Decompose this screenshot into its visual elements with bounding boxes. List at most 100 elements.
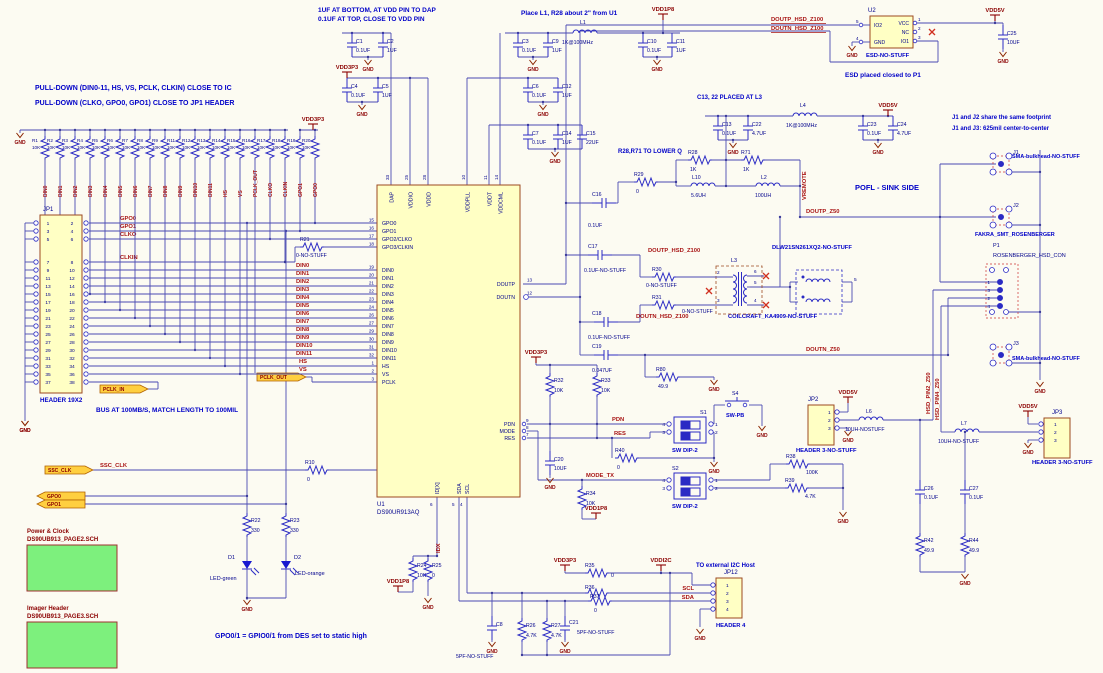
dip-actuator xyxy=(681,477,691,485)
resistor-symbol xyxy=(279,136,291,160)
label: VDDCML xyxy=(499,192,505,214)
note-place-l1: Place L1, R28 about 2" from U1 xyxy=(521,10,618,17)
label: R8 xyxy=(137,138,143,143)
label: 27 xyxy=(45,340,51,346)
label: 12 xyxy=(527,291,533,296)
dip-actuator xyxy=(681,421,691,429)
label: GPO0 xyxy=(382,221,397,227)
label: 5PF-NO-STUFF xyxy=(577,630,614,636)
label: C22 xyxy=(752,122,762,128)
pin-circle xyxy=(521,435,527,441)
label: SDA xyxy=(457,483,463,494)
label: 35 xyxy=(45,372,51,378)
net-label-scl: SCL xyxy=(682,586,694,592)
inductor-symbol xyxy=(690,182,716,187)
label: 0.1UF xyxy=(351,93,365,99)
label: 1 xyxy=(918,17,921,22)
junction-dot xyxy=(43,128,47,132)
gnd-symbol xyxy=(243,599,251,606)
label: 14 xyxy=(69,284,75,290)
label: D2 xyxy=(294,555,301,561)
power-label: VDD3P3 xyxy=(336,65,359,71)
power-label: VDDI2C xyxy=(650,558,672,564)
label: 10K xyxy=(227,145,236,150)
net-label-din7: DIN7 xyxy=(148,185,154,197)
label: C6 xyxy=(532,84,539,90)
label: SCL xyxy=(465,484,471,494)
label: R3 xyxy=(62,138,68,143)
label: 25 xyxy=(45,332,51,338)
gnd-label: GND xyxy=(19,428,31,434)
resistor-symbol xyxy=(219,136,231,160)
label: R33 xyxy=(601,378,611,384)
pin-circle xyxy=(33,283,39,289)
label: 10K xyxy=(272,145,281,150)
label: 5 xyxy=(452,502,455,507)
winding xyxy=(805,298,831,303)
pin-circle xyxy=(33,371,39,377)
label: 2 xyxy=(726,591,729,597)
pin-circle xyxy=(521,421,527,427)
label: 0 xyxy=(307,477,310,483)
junction-dot xyxy=(435,554,439,558)
power-label: VDD3P3 xyxy=(554,558,577,564)
label: 1K xyxy=(690,167,697,173)
resistor-symbol xyxy=(114,136,126,160)
label: 0 xyxy=(617,465,620,471)
label: R17 xyxy=(257,138,266,143)
junction-dot xyxy=(938,215,942,219)
label: 36 xyxy=(69,372,75,378)
winding xyxy=(805,278,831,283)
label: L4 xyxy=(800,103,806,109)
label: 10K xyxy=(122,145,131,150)
pin-circle xyxy=(710,598,716,604)
junction-dot xyxy=(993,21,997,25)
net-label-pclk_out: PCLK_OUT xyxy=(253,170,259,197)
junction-dot xyxy=(548,422,552,426)
led-name: LED-orange xyxy=(295,571,325,577)
net-label-din7: DIN7 xyxy=(296,319,309,325)
label: DIN8 xyxy=(382,332,394,338)
junction-dot xyxy=(426,554,430,558)
label: MODE xyxy=(499,429,515,435)
gnd-label: GND xyxy=(1034,389,1046,395)
label: VDDT xyxy=(488,191,494,206)
label: C16 xyxy=(592,192,602,198)
resistor-symbol xyxy=(159,136,171,160)
label: DIN5 xyxy=(382,308,394,314)
label: J1 xyxy=(1013,150,1019,156)
junction-dot xyxy=(283,260,287,264)
junction-dot xyxy=(563,599,567,603)
junction-dot xyxy=(541,100,545,104)
resistor-symbol xyxy=(634,176,658,188)
label: IO2 xyxy=(874,23,882,29)
gnd-symbol xyxy=(424,597,432,604)
label: 10K xyxy=(182,145,191,150)
sheet-title: Power & Clock xyxy=(27,529,70,535)
label: C3 xyxy=(522,39,529,45)
pin-circle xyxy=(1038,429,1044,435)
jp1-box xyxy=(39,214,83,394)
wire xyxy=(705,287,713,295)
pin-circle xyxy=(1038,437,1044,443)
label: 21 xyxy=(45,316,51,322)
label: 24 xyxy=(69,324,75,330)
label: 1 xyxy=(726,583,729,589)
label: 5 xyxy=(47,237,50,243)
JP3-label: HEADER 3-NO-STUFF xyxy=(1032,460,1093,466)
label: 0.1UF-NO-STUFF xyxy=(584,268,626,274)
